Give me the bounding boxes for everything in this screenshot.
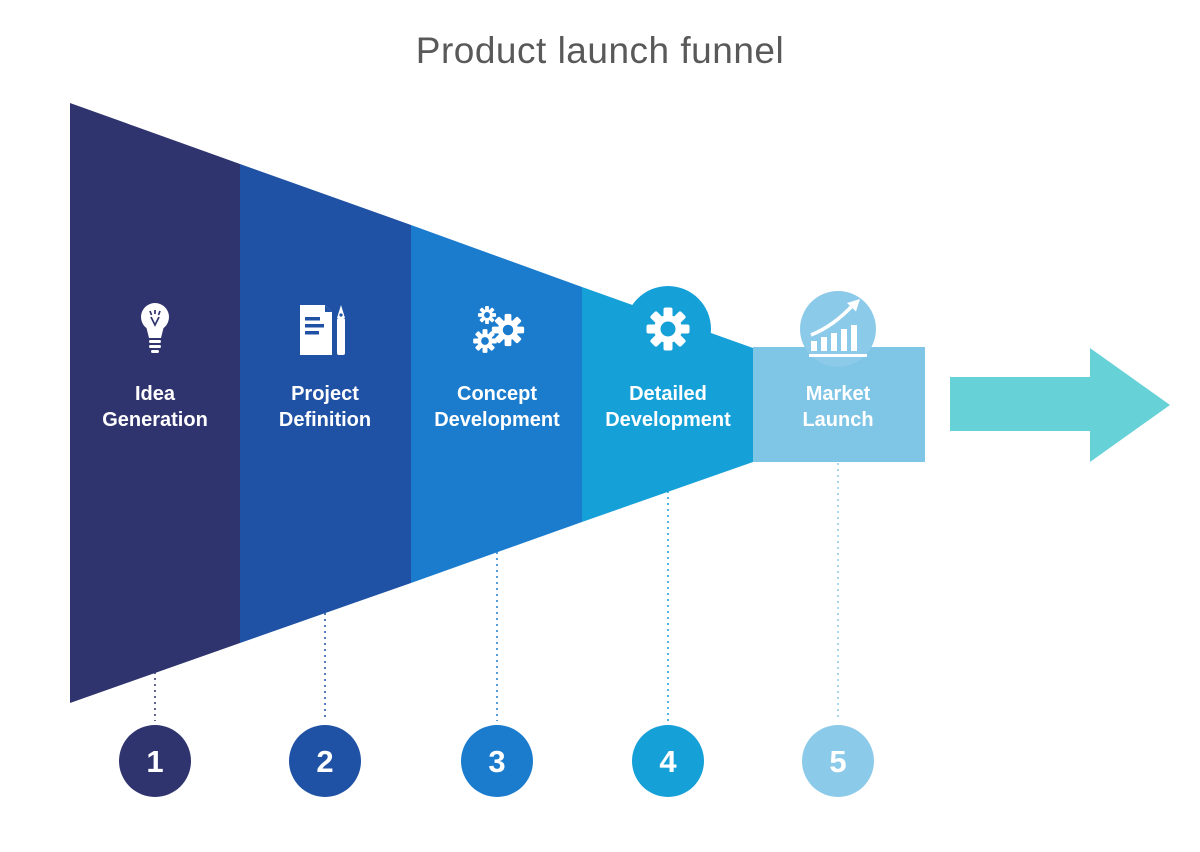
stage-label-line2: Launch (802, 409, 873, 431)
stage-labels: Idea Generation Project Definition Conce… (102, 383, 873, 431)
stage-number: 1 (146, 744, 163, 779)
growth-chart-icon (809, 299, 867, 357)
stage-label-line2: Development (605, 409, 731, 431)
stage-label-line2: Generation (102, 409, 208, 431)
funnel-segment-detailed-development (582, 287, 753, 522)
stage-number: 5 (829, 744, 846, 779)
stage-number: 3 (488, 744, 505, 779)
stage-label-line1: Market (806, 383, 871, 405)
stage-number-marker (802, 725, 874, 797)
stage-number-marker (461, 725, 533, 797)
document-line (305, 324, 324, 328)
pen-nib (337, 305, 345, 318)
funnel-segment-concept-development (411, 225, 582, 583)
bulb-filament (149, 310, 161, 327)
gear-hole (484, 312, 490, 318)
stage-label-line2: Definition (279, 409, 371, 431)
medium-gear (473, 329, 497, 353)
large-gear (491, 313, 525, 347)
stage-numbers: 1 2 3 4 5 (146, 744, 846, 779)
funnel-segment-idea-generation (70, 103, 240, 703)
chart-bar (811, 341, 817, 351)
gear-hole (502, 324, 514, 336)
growth-arrow-head (847, 299, 860, 312)
growth-arrow-curve (810, 303, 855, 337)
forward-arrow-icon (950, 348, 1170, 462)
bulb-glass (141, 303, 169, 331)
document-line (305, 317, 320, 321)
chart-baseline (809, 354, 867, 357)
stage-label-line1: Idea (135, 383, 176, 405)
chart-bar (851, 325, 857, 351)
stage-label-line1: Concept (457, 383, 537, 405)
chart-bar (831, 333, 837, 351)
bulb-neck (146, 326, 164, 338)
small-gear (477, 305, 497, 325)
stage-number: 4 (659, 744, 677, 779)
stage-number-marker (119, 725, 191, 797)
stage-label-line1: Project (291, 383, 359, 405)
bulb-thread (149, 340, 161, 343)
dotted-connectors (154, 463, 839, 721)
chart-bar (841, 329, 847, 351)
gear-hole (481, 337, 489, 345)
gear-icon (646, 307, 690, 351)
stage-number: 2 (316, 744, 333, 779)
lightbulb-icon (141, 303, 169, 353)
document-pen-icon (300, 305, 345, 355)
stage-number-marker (632, 725, 704, 797)
bulb-thread (149, 345, 161, 348)
document-fold (325, 305, 332, 312)
gears-icon (473, 305, 525, 353)
chart-bar (821, 337, 827, 351)
page-title: Product launch funnel (416, 30, 784, 71)
document-sheet (300, 305, 332, 355)
pen-body (337, 318, 345, 355)
gear-hole (660, 321, 676, 337)
pen-nib-hole (339, 313, 343, 317)
funnel-segment-project-definition (240, 164, 411, 643)
stage-label-line1: Detailed (629, 383, 707, 405)
stage-label-line2: Development (434, 409, 560, 431)
stage-number-marker (289, 725, 361, 797)
bulb-base (151, 350, 159, 353)
document-line (305, 331, 319, 335)
